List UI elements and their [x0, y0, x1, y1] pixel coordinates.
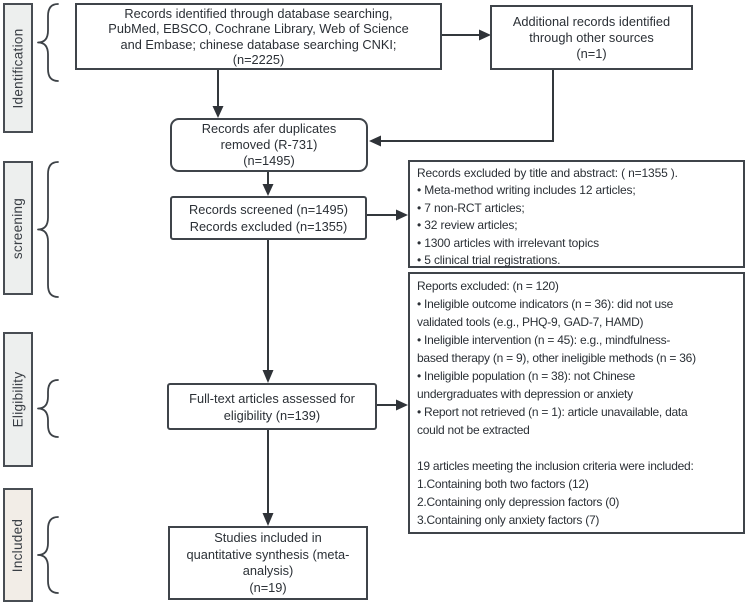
box-studies-included: Studies included in quantitative synthes…: [168, 526, 368, 600]
box-studies-included-text: Studies included in quantitative synthes…: [186, 530, 350, 595]
brace-eligibility-icon: [37, 379, 59, 438]
box-reports-excluded-text: Reports excluded: (n = 120) • Ineligible…: [417, 279, 696, 527]
box-reports-excluded: Reports excluded: (n = 120) • Ineligible…: [408, 272, 745, 534]
stage-eligibility: Eligibility: [3, 332, 33, 467]
box-fulltext-assessed-text: Full-text articles assessed for eligibil…: [189, 390, 355, 423]
stage-eligibility-label: Eligibility: [10, 371, 26, 428]
box-additional-records-text: Additional records identified through ot…: [512, 13, 671, 61]
stage-included: Included: [3, 488, 33, 602]
box-records-screened: Records screened (n=1495) Records exclud…: [170, 196, 367, 240]
box-duplicates-removed-text: Records afer duplicates removed (R-731) …: [201, 121, 337, 168]
arrowhead-down-icon: [212, 106, 224, 118]
box-duplicates-removed: Records afer duplicates removed (R-731) …: [170, 118, 368, 172]
box-additional-records: Additional records identified through ot…: [490, 5, 693, 70]
box-excluded-title-abstract: Records excluded by title and abstract: …: [408, 160, 745, 268]
arrow-additional-to-duplicates-line: [381, 70, 554, 142]
brace-included-icon: [37, 516, 59, 594]
stage-screening-label: screening: [10, 197, 26, 259]
arrowhead-down-icon: [262, 370, 274, 383]
arrowhead-down-icon: [262, 513, 274, 526]
stage-identification: Identification: [3, 3, 33, 133]
arrowhead-right-icon: [479, 29, 491, 41]
brace-identification-icon: [37, 3, 59, 82]
box-records-identified: Records identified through database sear…: [75, 3, 442, 70]
box-fulltext-assessed: Full-text articles assessed for eligibil…: [167, 383, 377, 430]
arrowhead-down-icon: [262, 184, 274, 196]
arrowhead-right-icon: [396, 209, 408, 221]
box-excluded-title-abstract-text: Records excluded by title and abstract: …: [417, 166, 678, 268]
arrowhead-right-icon: [396, 399, 408, 411]
stage-identification-label: Identification: [10, 28, 26, 108]
box-records-identified-text: Records identified through database sear…: [108, 5, 409, 68]
brace-screening-icon: [37, 161, 59, 298]
arrowhead-left-icon: [369, 135, 381, 147]
stage-screening: screening: [3, 161, 33, 295]
stage-included-label: Included: [10, 518, 26, 572]
box-records-screened-text: Records screened (n=1495) Records exclud…: [189, 202, 348, 234]
